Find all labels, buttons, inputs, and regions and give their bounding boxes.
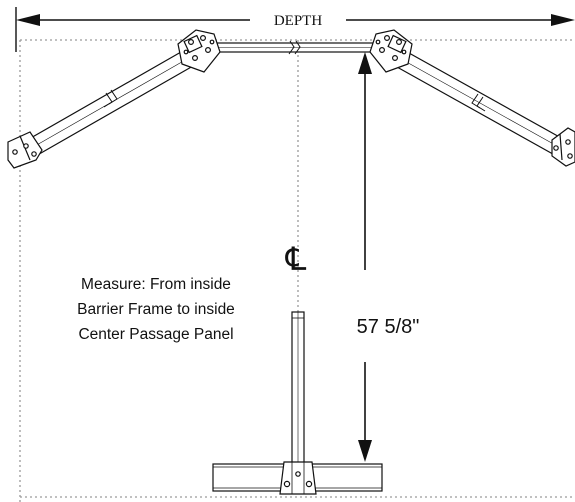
right-corner-bracket <box>369 29 413 73</box>
depth-label: DEPTH <box>274 13 323 29</box>
measure-note-line-3: Center Passage Panel <box>78 326 233 343</box>
measure-note-line-1: Measure: From inside <box>81 276 231 293</box>
depth-arrow-right <box>551 14 575 26</box>
dimension-value: 57 5/8" <box>357 316 420 338</box>
left-corner-bracket <box>177 29 221 73</box>
center-passage-post <box>291 311 305 465</box>
dotted-guide-frame <box>19 39 575 502</box>
left-diagonal-arm <box>21 47 201 158</box>
measure-note-line-2: Barrier Frame to inside <box>77 301 235 318</box>
right-diagonal-arm <box>387 47 573 159</box>
depth-dimension <box>15 7 575 52</box>
measure-note: Measure: From inside Barrier Frame to in… <box>77 276 235 343</box>
vertical-dimension <box>358 52 372 462</box>
dimension-arrow-down <box>358 440 372 462</box>
right-end-clamp <box>551 127 575 167</box>
center-passage-base <box>212 461 383 495</box>
left-end-clamp <box>7 131 43 169</box>
dimension-arrow-up <box>358 52 372 74</box>
top-frame-rail <box>204 40 386 55</box>
centerline-symbol: ℄ <box>285 241 307 277</box>
depth-arrow-left <box>16 14 40 26</box>
